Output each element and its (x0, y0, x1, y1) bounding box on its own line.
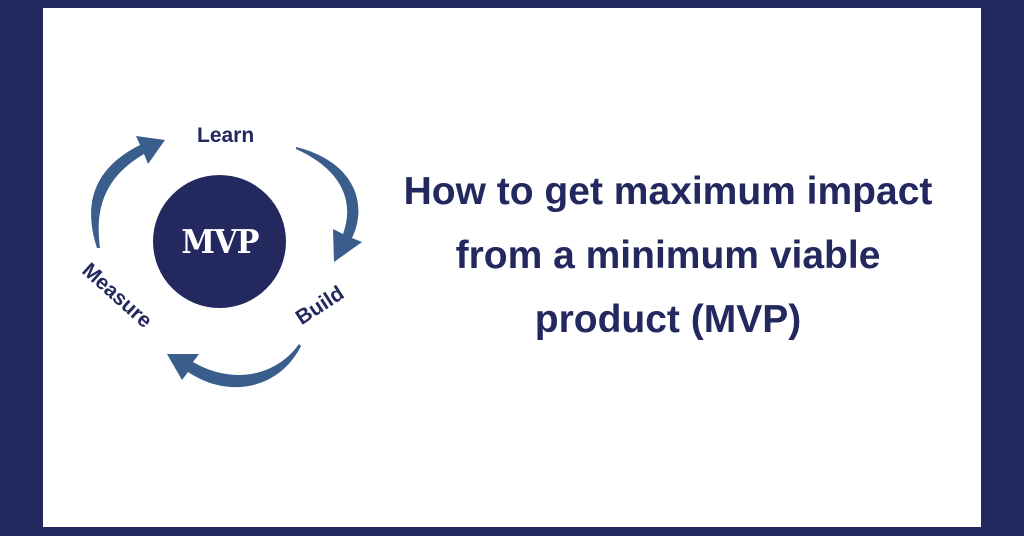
page-title: How to get maximum impact from a minimum… (360, 160, 976, 352)
arrow-learn-to-build-icon (296, 147, 362, 262)
arrow-measure-to-learn-icon (91, 136, 165, 248)
arrow-build-to-measure-icon (167, 344, 301, 388)
title-line-3: product (MVP) (534, 298, 802, 341)
stage-label-learn: Learn (197, 124, 255, 147)
mvp-label: MVP (180, 222, 259, 261)
title-line-1: How to get maximum impact (403, 170, 933, 213)
title-line-2: from a minimum viable (455, 234, 881, 277)
mvp-circle: MVP (153, 175, 286, 308)
